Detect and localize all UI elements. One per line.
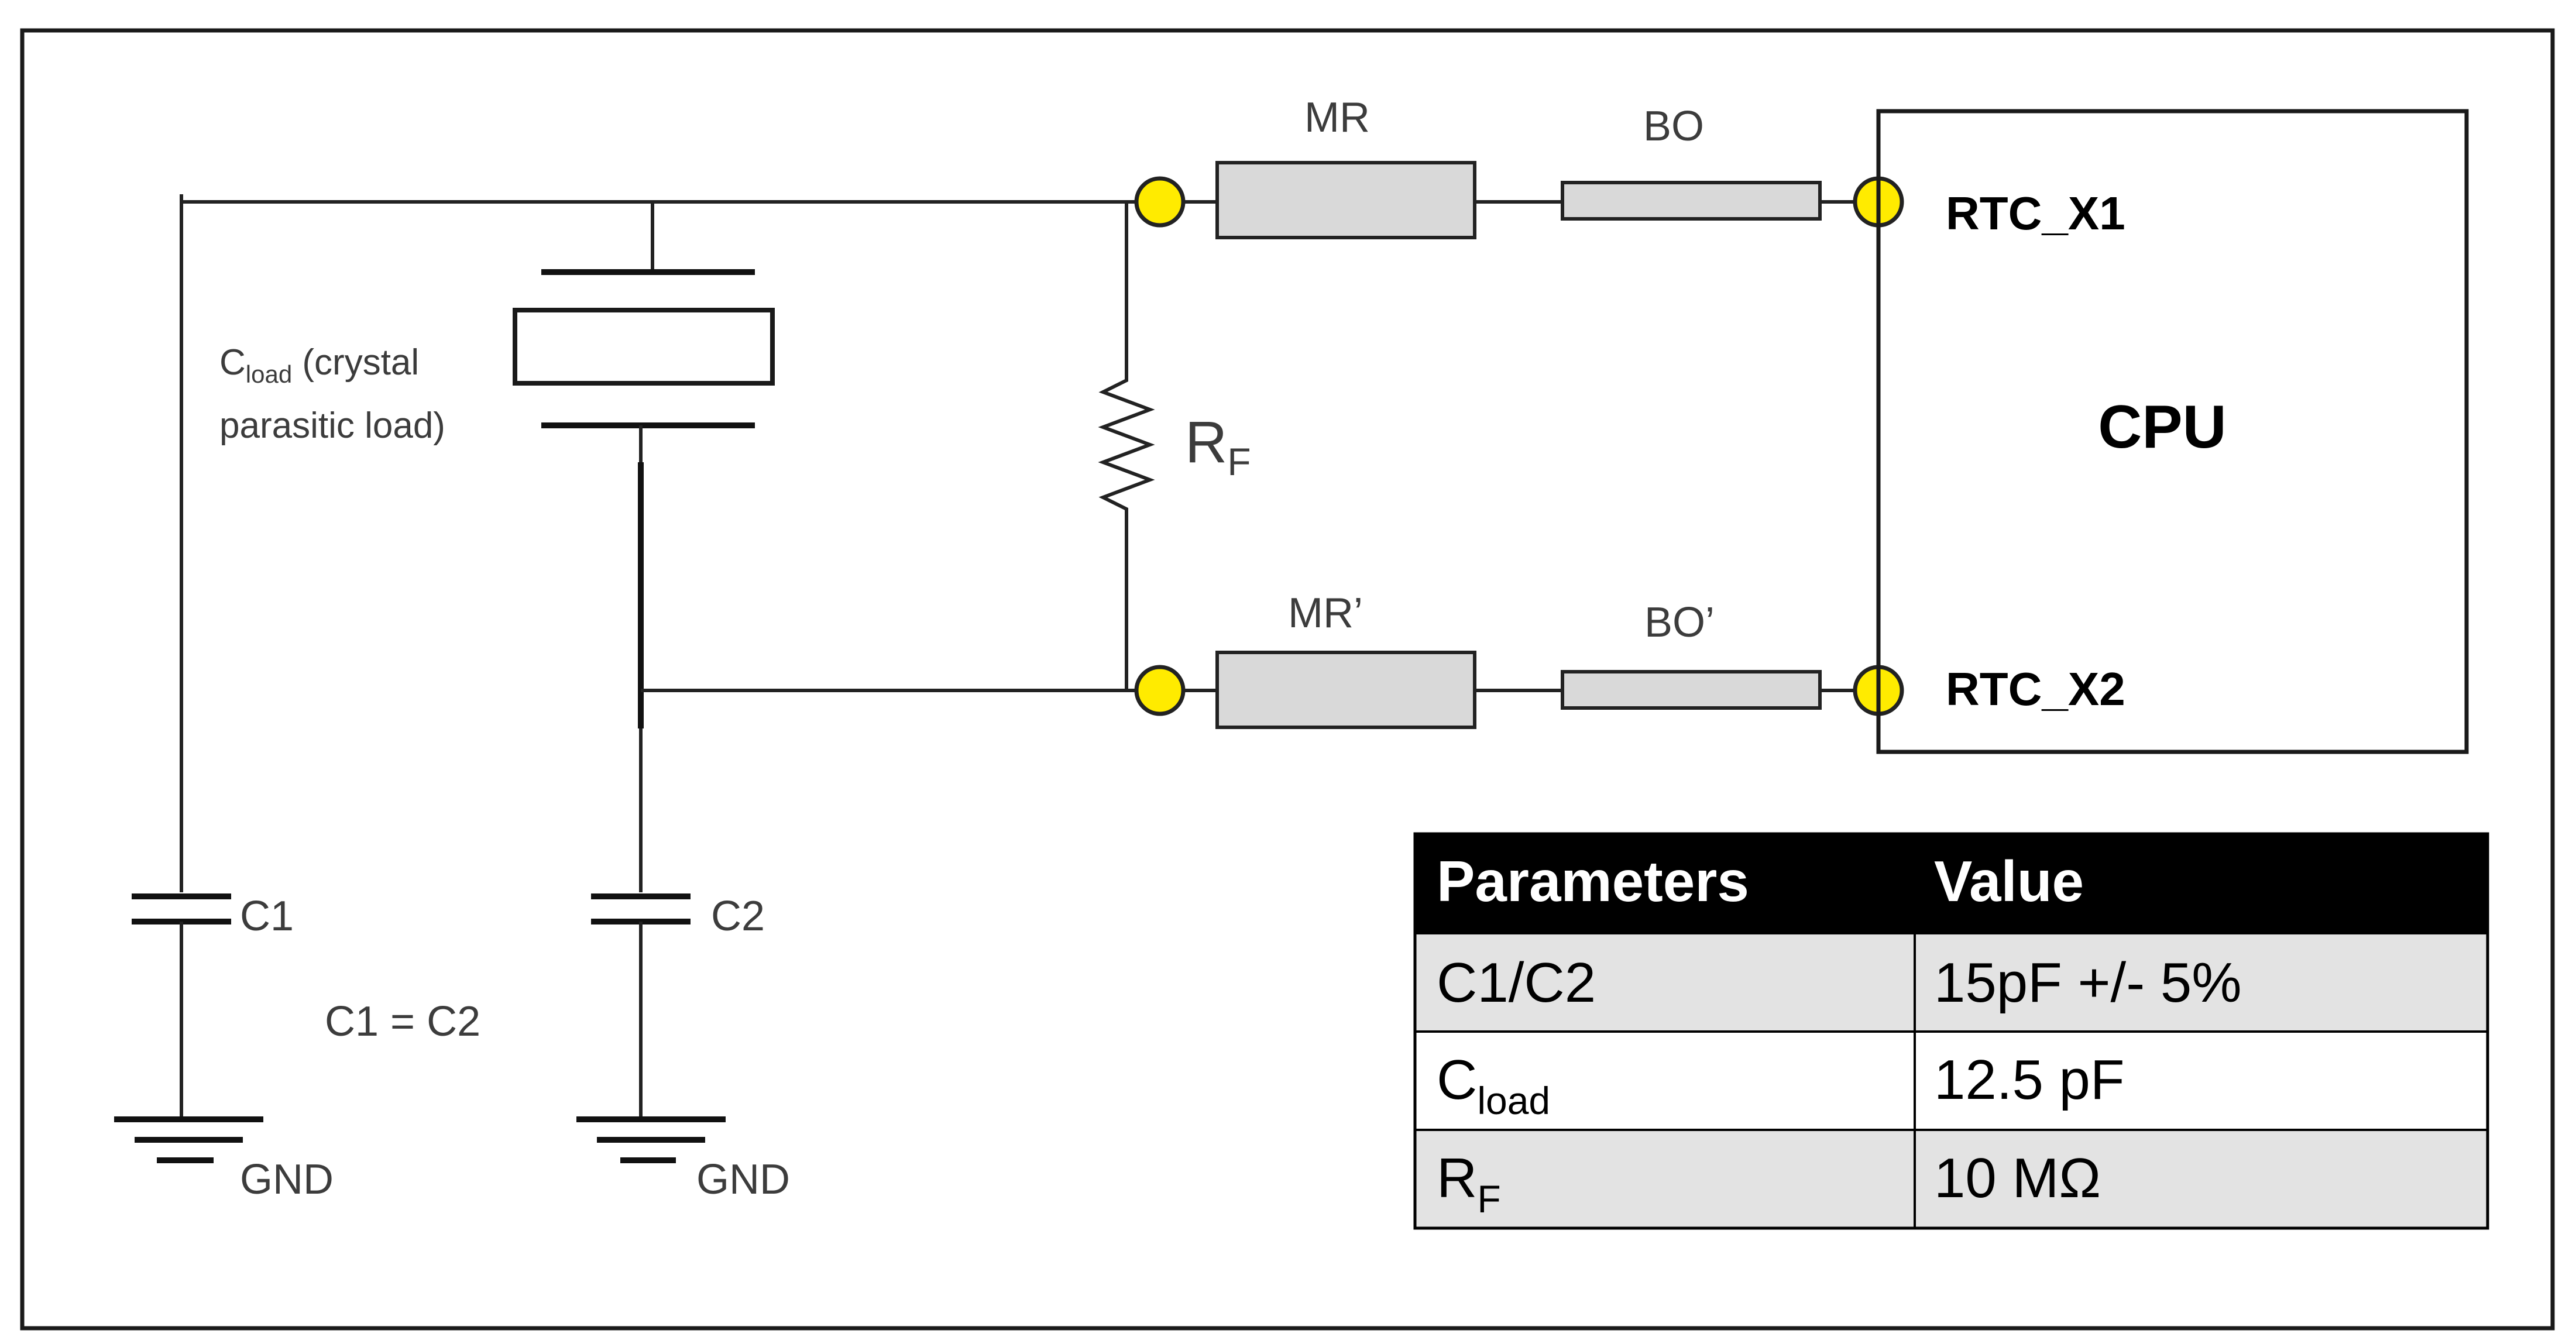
bo-label: BO xyxy=(1643,103,1704,150)
c2-label: C2 xyxy=(711,893,765,940)
cpu-block xyxy=(1876,109,2469,754)
cload-label: Cload (crystal xyxy=(219,342,419,388)
node-bottom-left-pin xyxy=(1134,665,1186,716)
table-cell-value: 10 MΩ xyxy=(1934,1147,2101,1209)
cload-label-line2: parasitic load) xyxy=(219,405,445,446)
table-header-row xyxy=(1415,834,2488,933)
parameters-table: Parameters Value C1/C2 15pF +/- 5% Cload… xyxy=(1413,832,2489,1230)
table-header-parameters: Parameters xyxy=(1437,849,1749,913)
gnd-right-icon xyxy=(576,1116,726,1163)
gnd-left-label: GND xyxy=(240,1156,334,1203)
table-row xyxy=(1414,932,2489,1033)
bo-prime-resistor xyxy=(1561,670,1822,710)
table-border xyxy=(1413,832,2489,1230)
mr-prime-label: MR’ xyxy=(1288,590,1363,637)
c1-label: C1 xyxy=(240,893,294,940)
rf-label: RF xyxy=(1185,410,1251,483)
outer-frame xyxy=(20,28,2555,1331)
table-cell-param: Cload xyxy=(1437,1049,1550,1122)
c-equal-label: C1 = C2 xyxy=(325,998,480,1045)
mr-label: MR xyxy=(1304,94,1370,141)
table-cell-param: C1/C2 xyxy=(1437,951,1596,1014)
mr-resistor xyxy=(1215,161,1476,239)
crystal xyxy=(513,202,775,428)
gnd-right-label: GND xyxy=(696,1156,790,1203)
c2-capacitor-icon xyxy=(591,893,691,1118)
table-row xyxy=(1414,1030,2489,1131)
rtc-x2-label: RTC_X2 xyxy=(1946,663,2125,715)
bo-prime-label: BO’ xyxy=(1644,599,1715,646)
node-top-left-pin xyxy=(1134,176,1186,228)
table-cell-param: RF xyxy=(1437,1147,1501,1221)
rf-resistor-icon xyxy=(1098,202,1155,690)
cpu-label: CPU xyxy=(2098,393,2227,461)
table-header-value: Value xyxy=(1934,849,2084,913)
gnd-left-icon xyxy=(114,1116,263,1163)
c1-capacitor-icon xyxy=(132,893,231,1118)
bo-resistor xyxy=(1561,181,1822,221)
table-cell-value: 12.5 pF xyxy=(1934,1049,2125,1111)
rtc-x1-label: RTC_X1 xyxy=(1946,187,2125,239)
mr-prime-resistor xyxy=(1215,651,1476,729)
table-cell-value: 15pF +/- 5% xyxy=(1934,951,2242,1014)
